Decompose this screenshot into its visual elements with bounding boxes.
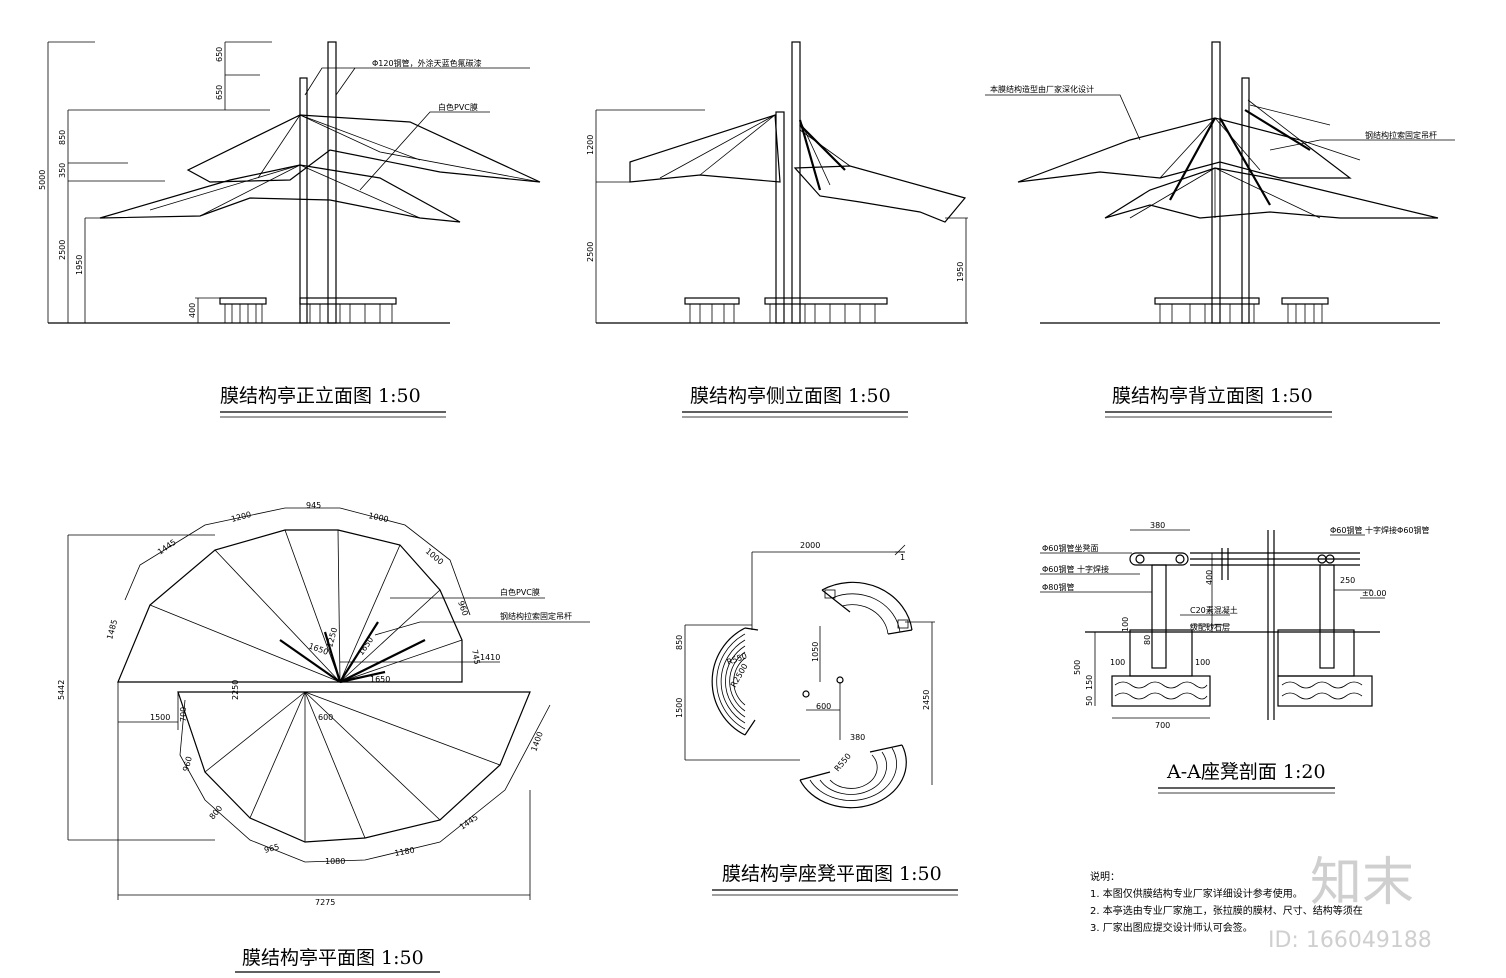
sec-dim-0: 380: [1150, 521, 1165, 530]
plan-db-0: 700: [179, 707, 188, 722]
seat-dim-3: 1050: [811, 642, 820, 662]
plan-dt-7: 1485: [105, 619, 119, 641]
side-dim-2: 2500: [586, 242, 595, 262]
plan-dt-4: 1000: [424, 547, 445, 567]
plan-overall-w: 7275: [315, 898, 335, 907]
front-elevation: 650 650 850 350 2500 1950 5000 400 Φ120钢…: [38, 41, 541, 418]
seat-plan: 2000 850 1500 1050 600 2450 380 R550 R25…: [675, 541, 958, 896]
plan-dm-3: 600: [318, 713, 333, 722]
side-title: 膜结构亭侧立面图 1:50: [690, 385, 891, 407]
front-note-membrane: 白色PVC膜: [438, 102, 478, 112]
plan-note-a: 白色PVC膜: [500, 587, 540, 597]
seat-dim-10: 1: [900, 553, 905, 562]
plan-dm-0: 1410: [480, 653, 500, 662]
sec-dim-10: 700: [1155, 721, 1170, 730]
plan-overall-h: 5442: [57, 680, 66, 700]
plan-note-b: 钢结构拉索固定吊杆: [500, 611, 572, 621]
sec-dim-8: 50: [1085, 696, 1094, 706]
seat-dim-1: 850: [675, 635, 684, 650]
notes-block: 说明： 1. 本图仅供膜结构专业厂家详细设计参考使用。 2. 本亭选由专业厂家施…: [1090, 870, 1363, 934]
plan-view: 5442 7275 1445 1200 945 1000 1000 960 74…: [57, 501, 590, 973]
back-note-right: 钢结构拉索固定吊杆: [1365, 130, 1437, 140]
sec-label-4: 级配砂石层: [1190, 622, 1230, 632]
back-title: 膜结构亭背立面图 1:50: [1112, 385, 1313, 407]
front-dim-2: 650: [215, 85, 224, 100]
seat-dim-6: 380: [850, 733, 865, 742]
sec-dim-4: 100: [1110, 658, 1125, 667]
watermark-id: ID: 166049188: [1268, 928, 1432, 953]
side-elevation: 1200 2500 1950 膜结构亭侧立面图 1:50: [586, 41, 968, 418]
sec-label-3: C20素混凝土: [1190, 605, 1238, 615]
section-title: A-A座凳剖面 1:20: [1166, 761, 1326, 783]
sec-dim-3: 100: [1121, 617, 1130, 632]
front-dim-8: 400: [188, 303, 197, 318]
notes-item-1: 1. 本图仅供膜结构专业厂家详细设计参考使用。: [1090, 887, 1303, 900]
front-note-pole: Φ120钢管，外涂天蓝色氟碳漆: [372, 58, 482, 68]
plan-dt-1: 1200: [230, 510, 252, 524]
plan-db-1: 960: [181, 755, 194, 772]
plan-dt-2: 945: [306, 501, 321, 510]
front-title: 膜结构亭正立面图 1:50: [220, 385, 421, 407]
seat-dim-4: 600: [816, 702, 831, 711]
plan-dm-2: 2250: [231, 680, 240, 700]
plan-dm-1: 1500: [150, 713, 170, 722]
seat-dim-2: 1500: [675, 698, 684, 718]
plan-dt-6: 745: [470, 649, 482, 666]
front-dim-3: 850: [58, 130, 67, 145]
watermark-brand: 知末: [1310, 853, 1414, 913]
watermark: 知末 ID: 166049188: [1268, 853, 1432, 953]
plan-db-4: 1080: [325, 857, 345, 866]
seat-dim-9: R550: [833, 752, 853, 774]
sec-label-1: Φ60钢管 十字焊接: [1042, 564, 1109, 574]
front-dim-5: 2500: [58, 240, 67, 260]
plan-db-7: 1400: [529, 730, 544, 752]
seat-title: 膜结构亭座凳平面图 1:50: [722, 863, 942, 885]
front-dim-4: 350: [58, 163, 67, 178]
sec-label-5: ±0.00: [1362, 589, 1387, 598]
plan-dm-7: 1650: [370, 675, 390, 684]
sec-label-2: Φ80钢管: [1042, 582, 1074, 592]
sec-dim-1: 400: [1205, 570, 1214, 585]
seat-dim-8: R2500: [729, 662, 750, 689]
side-dim-3: 1950: [956, 262, 965, 282]
front-dim-6: 1950: [75, 255, 84, 275]
side-dim-1: 1200: [586, 135, 595, 155]
seat-dim-0: 2000: [800, 541, 820, 550]
sec-dim-5: 100: [1195, 658, 1210, 667]
plan-db-5: 1180: [394, 846, 416, 858]
plan-dt-0: 1445: [156, 538, 178, 557]
notes-item-2: 2. 本亭选由专业厂家施工，张拉膜的膜材、尺寸、结构等须在: [1090, 904, 1363, 917]
sec-dim-9: 80: [1143, 635, 1152, 645]
sec-dim-7: 150: [1085, 675, 1094, 690]
plan-dt-5: 960: [456, 600, 470, 617]
section-aa: 380 400 250 100 100 100 500 150 50 80 70…: [1040, 521, 1430, 794]
plan-db-6: 1445: [458, 813, 480, 832]
back-note-left: 本膜结构造型由厂家深化设计: [990, 84, 1094, 94]
notes-item-3: 3. 厂家出图应提交设计师认可会签。: [1090, 921, 1253, 934]
sec-dim-6: 500: [1073, 660, 1082, 675]
front-dim-1: 650: [215, 47, 224, 62]
sec-label-6: Φ60钢管 十字焊接Φ60钢管: [1330, 525, 1430, 535]
sec-dim-2: 250: [1340, 576, 1355, 585]
front-dim-7: 5000: [38, 170, 47, 190]
sec-label-0: Φ60钢管坐凳面: [1042, 543, 1098, 553]
back-elevation: 本膜结构造型由厂家深化设计 钢结构拉索固定吊杆 膜结构亭背立面图 1:50: [985, 41, 1455, 418]
plan-dt-3: 1000: [368, 511, 390, 524]
notes-heading: 说明：: [1090, 870, 1120, 883]
seat-dim-5: 2450: [922, 690, 931, 710]
plan-db-3: 965: [263, 842, 280, 855]
plan-dm-5: 1250: [325, 627, 339, 649]
plan-title: 膜结构亭平面图 1:50: [242, 947, 424, 969]
plan-db-2: 800: [208, 804, 225, 821]
